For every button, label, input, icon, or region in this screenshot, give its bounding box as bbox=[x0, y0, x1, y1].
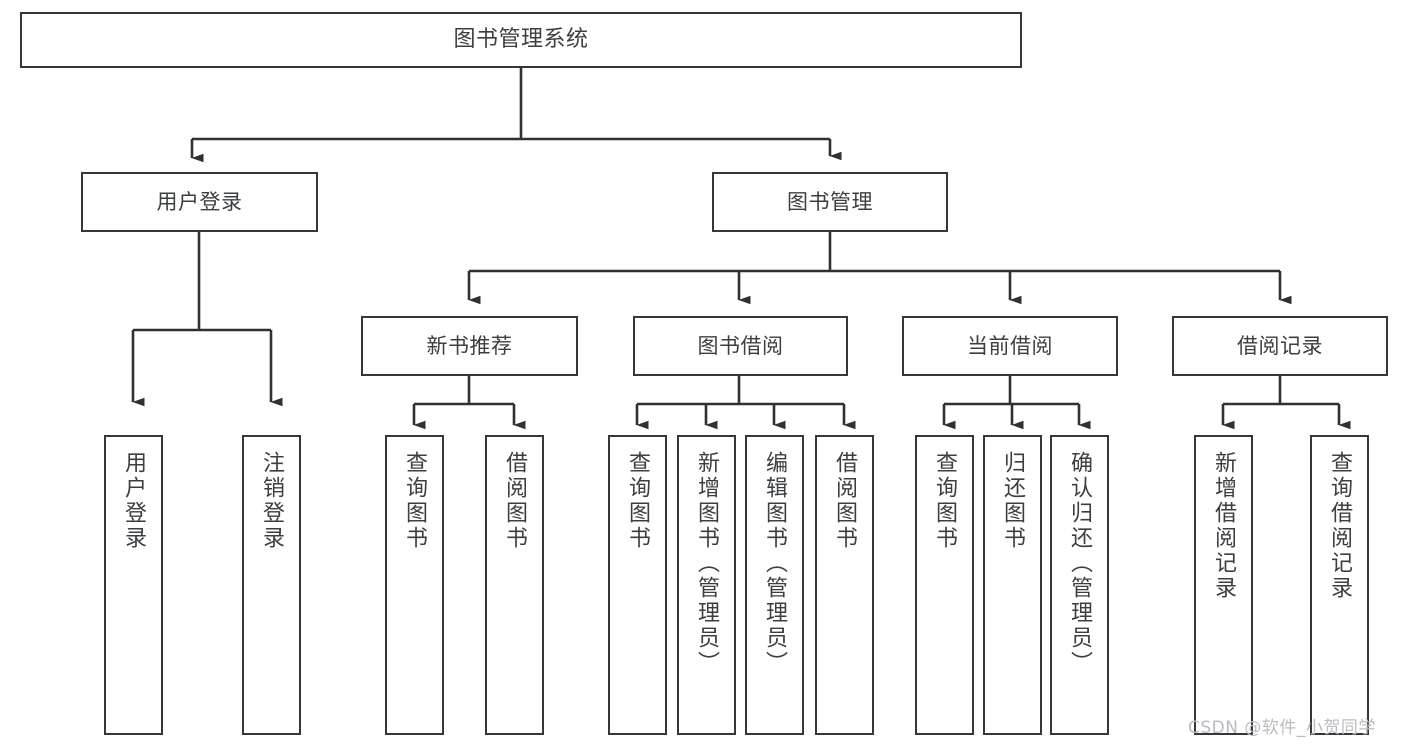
node-user-login[interactable]: 用户登录 bbox=[81, 172, 318, 232]
leaf-confirm-return-admin-label: 确认归还（管理员） bbox=[1067, 451, 1093, 676]
node-root-label: 图书管理系统 bbox=[453, 27, 589, 53]
node-user-login-label: 用户登录 bbox=[156, 189, 243, 214]
node-book-management[interactable]: 图书管理 bbox=[712, 172, 948, 232]
node-current-borrow[interactable]: 当前借阅 bbox=[902, 316, 1118, 376]
node-borrow-records[interactable]: 借阅记录 bbox=[1172, 316, 1388, 376]
node-new-book-recommend[interactable]: 新书推荐 bbox=[361, 316, 578, 376]
leaf-new-borrow-book-label: 借阅图书 bbox=[502, 451, 528, 551]
node-book-borrow[interactable]: 图书借阅 bbox=[633, 316, 848, 376]
leaf-current-query-book[interactable]: 查询图书 bbox=[915, 435, 974, 735]
node-book-management-label: 图书管理 bbox=[787, 189, 873, 214]
leaf-new-borrow-book[interactable]: 借阅图书 bbox=[485, 435, 544, 735]
leaf-user-login-label: 用户登录 bbox=[121, 451, 147, 551]
node-new-book-recommend-label: 新书推荐 bbox=[426, 333, 513, 358]
leaf-query-borrow-record-label: 查询借阅记录 bbox=[1327, 451, 1353, 601]
leaf-borrow-book[interactable]: 借阅图书 bbox=[815, 435, 874, 735]
leaf-query-borrow-record[interactable]: 查询借阅记录 bbox=[1310, 435, 1369, 735]
leaf-confirm-return-admin[interactable]: 确认归还（管理员） bbox=[1050, 435, 1109, 735]
leaf-return-book-label: 归还图书 bbox=[1000, 451, 1026, 551]
csdn-watermark: CSDN @软件_小贺同学 bbox=[1188, 718, 1376, 738]
node-current-borrow-label: 当前借阅 bbox=[967, 333, 1053, 358]
leaf-borrow-query-book-label: 查询图书 bbox=[625, 451, 651, 551]
node-root[interactable]: 图书管理系统 bbox=[20, 12, 1022, 68]
node-book-borrow-label: 图书借阅 bbox=[697, 333, 784, 358]
leaf-new-query-book[interactable]: 查询图书 bbox=[385, 435, 444, 735]
leaf-current-query-book-label: 查询图书 bbox=[932, 451, 958, 551]
leaf-new-query-book-label: 查询图书 bbox=[402, 451, 428, 551]
leaf-user-login[interactable]: 用户登录 bbox=[104, 435, 163, 735]
leaf-edit-book-admin[interactable]: 编辑图书（管理员） bbox=[745, 435, 804, 735]
leaf-edit-book-admin-label: 编辑图书（管理员） bbox=[762, 451, 788, 676]
leaf-return-book[interactable]: 归还图书 bbox=[983, 435, 1042, 735]
leaf-add-book-admin-label: 新增图书（管理员） bbox=[694, 451, 720, 676]
node-borrow-records-label: 借阅记录 bbox=[1237, 333, 1323, 358]
leaf-logout-login[interactable]: 注销登录 bbox=[242, 435, 301, 735]
leaf-add-book-admin[interactable]: 新增图书（管理员） bbox=[677, 435, 736, 735]
leaf-borrow-book-label: 借阅图书 bbox=[832, 451, 858, 551]
leaf-add-borrow-record-label: 新增借阅记录 bbox=[1211, 451, 1237, 601]
leaf-add-borrow-record[interactable]: 新增借阅记录 bbox=[1194, 435, 1253, 735]
leaf-borrow-query-book[interactable]: 查询图书 bbox=[608, 435, 667, 735]
leaf-logout-login-label: 注销登录 bbox=[259, 451, 285, 551]
